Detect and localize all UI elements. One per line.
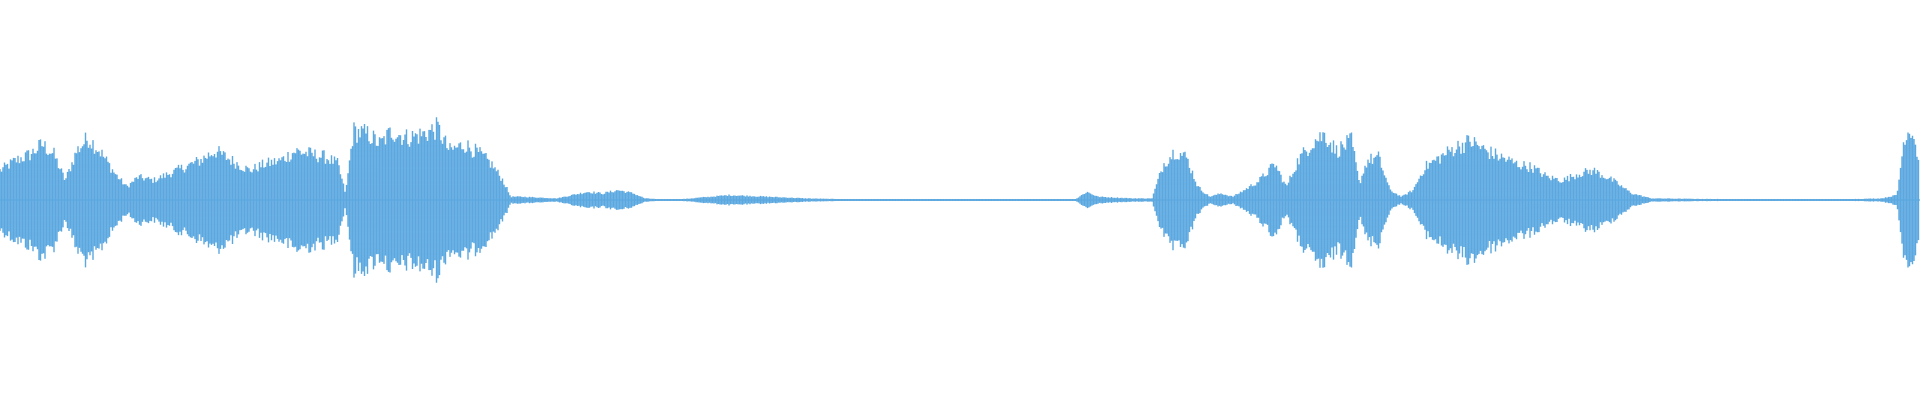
- waveform-bars: [0, 117, 1920, 283]
